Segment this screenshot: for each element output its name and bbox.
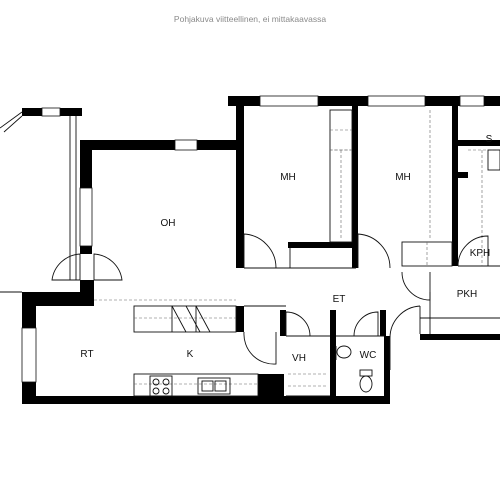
room-label-et: ET: [333, 294, 346, 305]
room-label-mh1: MH: [280, 172, 296, 183]
walls: [22, 96, 500, 404]
room-label-rt: RT: [80, 349, 93, 360]
room-label-pkh: PKH: [457, 289, 478, 300]
doors: [51, 233, 489, 370]
room-label-mh2: MH: [395, 172, 411, 183]
room-label-s: S: [486, 134, 493, 145]
room-label-oh: OH: [161, 218, 176, 229]
plan-caption: Pohjakuva viitteellinen, ei mittakaavass…: [174, 14, 326, 24]
room-label-vh: VH: [292, 353, 306, 364]
windows: [21, 95, 485, 383]
balcony-outline: [0, 111, 77, 293]
room-label-wc: WC: [360, 350, 377, 361]
partitions: [94, 109, 500, 397]
room-labels: OH MH MH S KPH ET PKH RT K VH WC: [80, 134, 492, 364]
room-label-kph: KPH: [470, 248, 491, 259]
room-label-k: K: [187, 349, 194, 360]
